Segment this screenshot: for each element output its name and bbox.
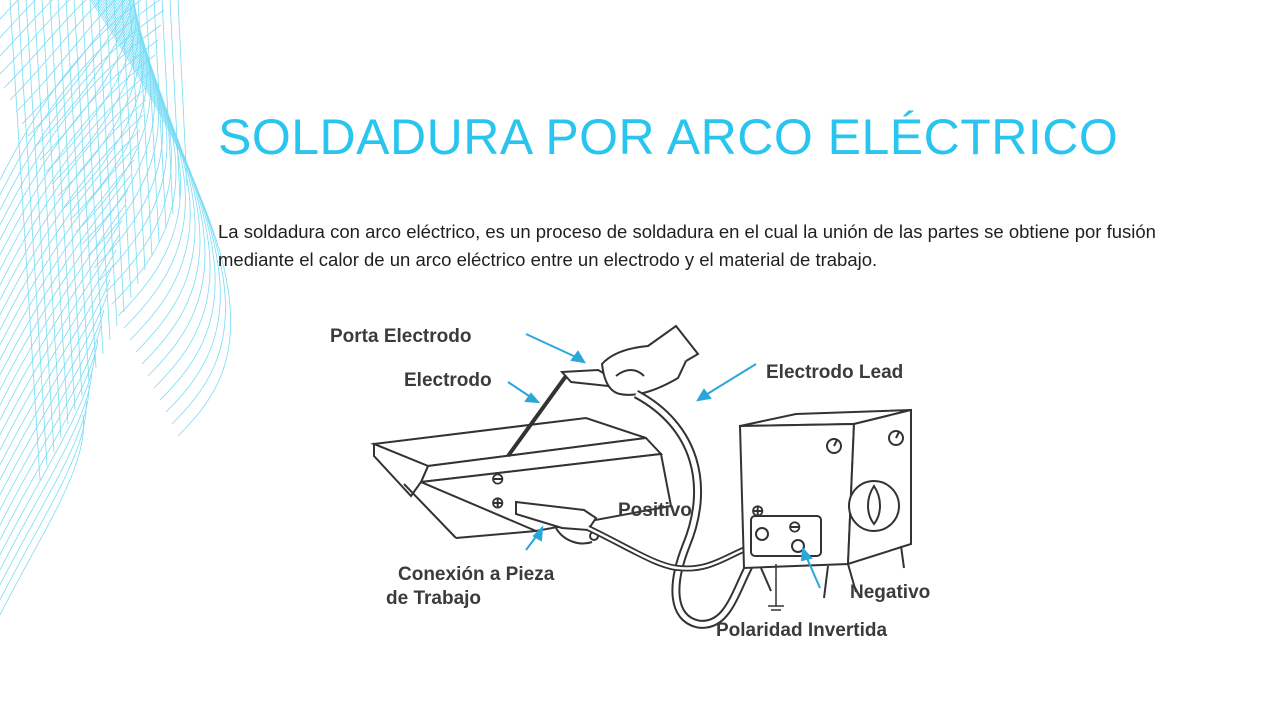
minus-symbol-plate: ⊖	[491, 471, 504, 488]
label-conexion-line1: Conexión a Pieza	[398, 564, 555, 585]
ground-symbol	[768, 564, 784, 611]
electrode-holder-hand	[559, 324, 700, 396]
label-positivo: Positivo	[618, 500, 692, 521]
label-polaridad-invertida: Polaridad Invertida	[716, 620, 887, 641]
label-conexion-line2: de Trabajo	[386, 588, 481, 609]
label-electrodo-lead: Electrodo Lead	[766, 362, 903, 383]
work-plates	[370, 416, 673, 539]
ground-cable	[586, 525, 759, 572]
decorative-wireframe	[0, 0, 232, 616]
slide-title: SOLDADURA POR ARCO ELÉCTRICO	[218, 109, 1119, 165]
plus-symbol-machine: ⊕	[751, 503, 764, 520]
electrode-rod	[506, 374, 568, 458]
welding-machine	[738, 408, 912, 599]
label-electrodo: Electrodo	[404, 370, 492, 391]
welding-diagram: ⊖ ⊕ ⊕ ⊖ Porta Electrodo Electrodo Electr…	[330, 324, 930, 641]
minus-symbol-machine: ⊖	[788, 519, 801, 536]
label-porta-electrodo: Porta Electrodo	[330, 326, 471, 347]
plus-symbol-plate: ⊕	[491, 495, 504, 512]
slide-body-text: La soldadura con arco eléctrico, es un p…	[218, 221, 1156, 270]
callout-arrows	[507, 333, 821, 589]
label-negativo: Negativo	[850, 582, 930, 603]
